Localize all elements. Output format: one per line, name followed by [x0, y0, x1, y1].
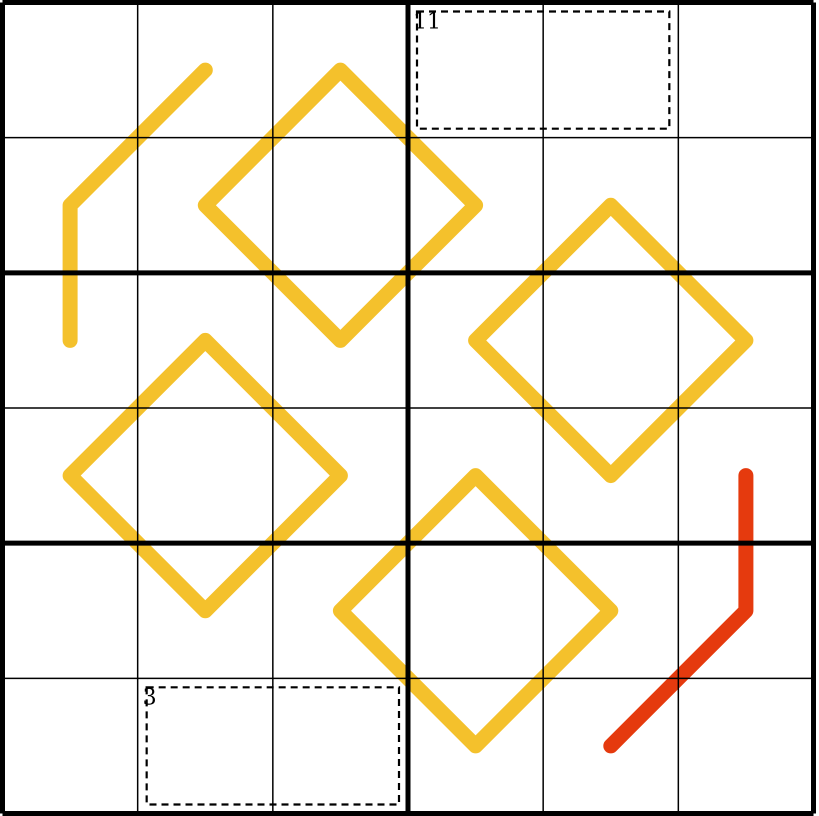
cell-r6c2[interactable]	[137, 678, 273, 814]
puzzle-line-4	[62, 332, 348, 619]
cell-r1c5[interactable]	[543, 2, 679, 138]
puzzle-line-2	[197, 62, 484, 348]
puzzle-line-6	[603, 468, 754, 754]
cell-r2c6[interactable]	[678, 137, 814, 273]
cage-sum-label: 11	[413, 10, 441, 35]
cell-r4c2[interactable]	[137, 408, 273, 544]
cell-r3c5[interactable]	[543, 272, 679, 408]
cell-r5c4[interactable]	[408, 543, 544, 679]
puzzle-lines	[62, 62, 754, 754]
cell-r6c3[interactable]	[272, 678, 408, 814]
puzzle-line-5	[332, 468, 619, 754]
cell-r6c6[interactable]	[678, 678, 814, 814]
cell-r2c3[interactable]	[272, 137, 408, 273]
cell-r1c4[interactable]	[408, 2, 544, 138]
cage-sum-label: 3	[143, 685, 157, 710]
cell-r6c1[interactable]	[2, 678, 138, 814]
cage-labels: 11 3	[143, 10, 441, 711]
puzzle-line-3	[468, 197, 754, 484]
puzzle-line-1	[62, 62, 213, 348]
cell-r5c1[interactable]	[2, 543, 138, 679]
cell-r1c6[interactable]	[678, 2, 814, 138]
cell-r1c1[interactable]	[2, 2, 138, 138]
